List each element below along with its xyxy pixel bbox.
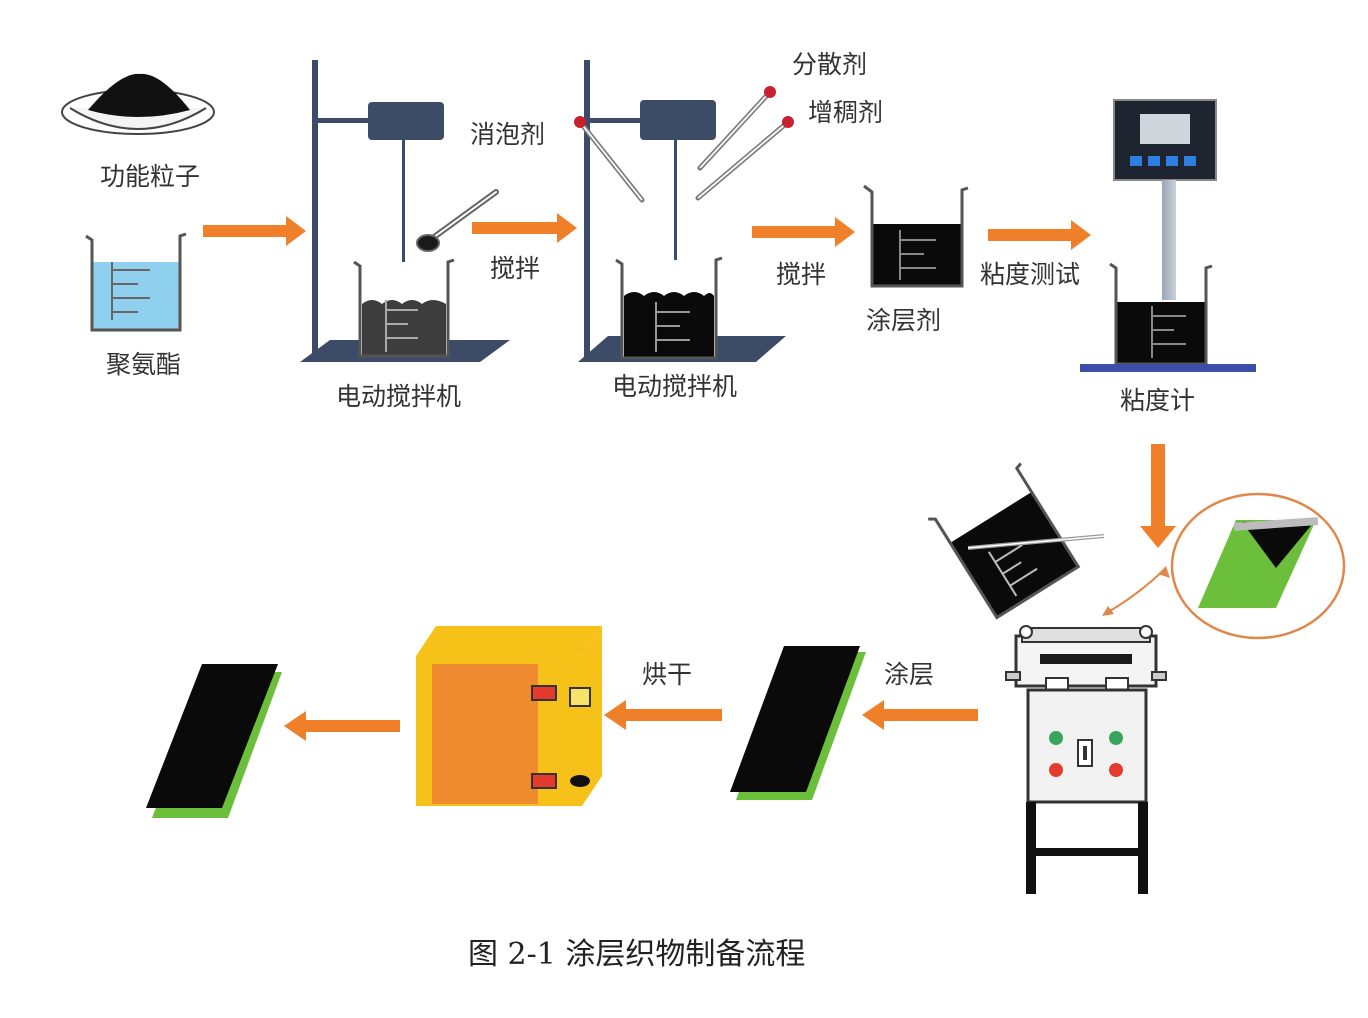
arrow-right-icon xyxy=(752,217,855,247)
arrow-left-icon xyxy=(604,700,722,730)
label-electric-stirrer-1: 电动搅拌机 xyxy=(336,382,462,411)
finished-fabric-icon xyxy=(146,664,282,818)
label-coating: 涂层 xyxy=(884,660,935,689)
label-electric-stirrer-2: 电动搅拌机 xyxy=(612,372,738,401)
electric-stirrer-1-icon xyxy=(300,60,510,362)
arrow-right-icon xyxy=(988,220,1091,250)
arrow-right-icon xyxy=(472,213,577,243)
label-viscometer: 粘度计 xyxy=(1120,386,1196,415)
viscometer-icon xyxy=(1080,99,1256,372)
label-thickener: 增稠剂 xyxy=(808,98,884,127)
coating-machine-icon xyxy=(1005,625,1167,894)
label-polyurethane: 聚氨酯 xyxy=(106,350,182,379)
label-drying: 烘干 xyxy=(642,660,693,689)
drying-oven-icon xyxy=(416,626,602,806)
label-viscosity-test: 粘度测试 xyxy=(980,260,1081,289)
label-stir-1: 搅拌 xyxy=(490,254,541,283)
arrow-left-icon xyxy=(284,711,400,741)
label-functional-particles: 功能粒子 xyxy=(100,162,201,191)
double-arrow-connector-icon xyxy=(1102,566,1170,616)
label-coating-agent: 涂层剂 xyxy=(866,306,942,335)
powder-bowl-icon xyxy=(61,73,215,135)
label-defoamer: 消泡剂 xyxy=(470,120,546,149)
coating-detail-zoom-icon xyxy=(1170,492,1346,640)
arrow-left-icon xyxy=(862,700,978,730)
label-dispersant: 分散剂 xyxy=(792,50,868,79)
figure-caption: 图 2-1 涂层织物制备流程 xyxy=(468,937,806,972)
pouring-beaker-icon xyxy=(928,462,1105,620)
label-stir-2: 搅拌 xyxy=(776,260,827,289)
electric-stirrer-2-icon xyxy=(574,60,794,362)
coating-agent-beaker-icon xyxy=(863,184,969,288)
coated-fabric-icon xyxy=(730,646,866,800)
arrow-down-icon xyxy=(1140,444,1176,548)
polyurethane-beaker-icon xyxy=(85,232,187,332)
arrow-right-icon xyxy=(203,216,306,246)
